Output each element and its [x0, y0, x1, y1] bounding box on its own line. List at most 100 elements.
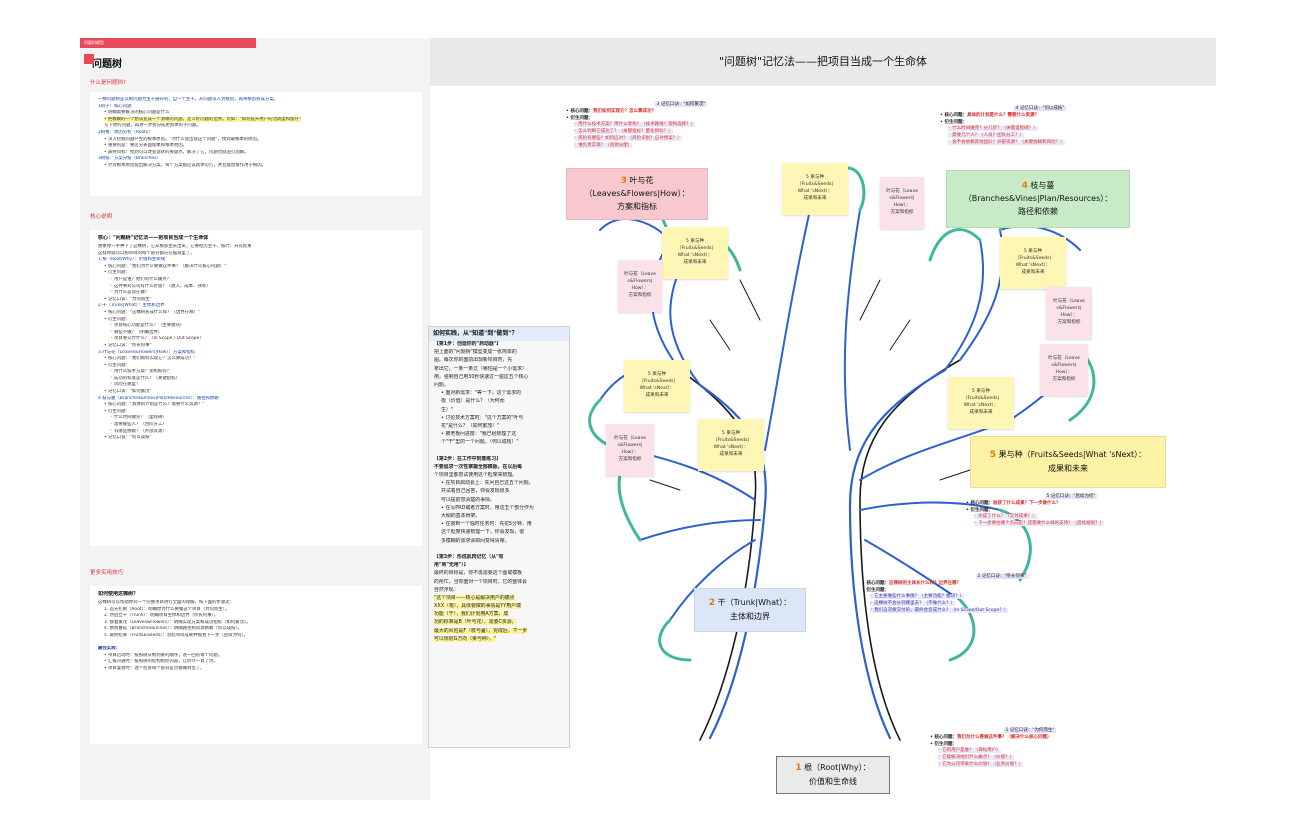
annotation-sub-label: • 衍生问题：: [940, 119, 967, 125]
text-line-content: ◦ 这件事对公司有什么价值？（收入、成本、效率）: [110, 283, 211, 289]
text-line: ◦ 需要哪些人？（团队分工）: [98, 422, 414, 429]
text-line-content: 根（价值）是什么？（为何而: [441, 398, 505, 405]
sticky-leaf-2[interactable]: 叶与花（Leave s&Flowers| How）： 方案和指标: [618, 260, 662, 312]
annotation-core-text: 我们为什么要做这件事？（解决什么核心问题）: [956, 734, 1052, 740]
text-line: 如何使用这棵树？: [98, 591, 414, 600]
tree-branch-right-upper: [944, 229, 1004, 371]
annotation-core-label: • 核心问题：: [966, 500, 993, 506]
annotation-core: • 核心问题：我们为什么要做这件事？（解决什么核心问题）: [930, 735, 1130, 742]
text-line-content: 3.叶与花（Leaves&Flowers|How）：方案和指标: [98, 349, 195, 355]
text-line: • 针对根本原因提出解决方案，每个方案都应该具体可行，并且能直接作用于根因。: [98, 163, 414, 170]
sticky-leaf-5[interactable]: 叶与花（Leave s&Flowers| How）： 方案和指标: [606, 424, 654, 476]
text-line-content: 的帮忙，当你面对一个项目时，它的整体会: [434, 578, 527, 585]
annotation-sub-text: ◦ 它能解决他们什么痛点？（价值？）: [938, 755, 1015, 761]
text-line-content: • 深入挖掘问题产生的根本原因。"为什么会出现这个问题"，找到最根本的原因。: [104, 136, 262, 142]
text-line-content: 这个框架快速梳理一下，你会发现，很: [441, 529, 525, 536]
text-line-content: 不要追求一次性掌握全部模板，在以后每: [434, 463, 523, 470]
text-line: • 在项目启动会上：先问自己这五个问题，: [429, 480, 569, 488]
sticky-leaf-1[interactable]: 叶与花（Leave s&Flowers| How）： 方案和指标: [880, 177, 924, 229]
text-line: • 把模糊的一个想法变成一个清晰的问题，定义好问题的边界。比如："如何提升用户的…: [98, 116, 414, 124]
text-line: 1. 首先扎根（Root）：明确你为什么要做这个项目（为何而生）。: [98, 607, 414, 614]
text-line-content: 2.干（Trunk|What）：主体和边界: [98, 303, 165, 309]
annotation-sub-text: ◦ 它主要做些什么事情？（主要功能？模块？）: [870, 594, 965, 600]
text-line: ◦ 项目要交付什么？（In Scope / Out Scope）: [98, 336, 414, 343]
node-leaves-flowers[interactable]: 3 叶与花 （Leaves&Flowers|How）： 方案和指标: [566, 168, 708, 220]
sticky-leaf-3[interactable]: 叶与花（Leave s&Flowers| How）： 方案和指标: [1046, 287, 1092, 339]
text-line-content: ◦ 有哪些依赖？（外部资源）: [110, 428, 167, 434]
text-line-content: 【第1步：创造你的"启动器"】: [434, 341, 502, 348]
annotation-branches: 4 记忆口诀："何以成枝"• 核心问题：具体的计划是什么？需要什么资源？• 衍生…: [940, 106, 1140, 147]
text-line: 大纲的基本骨架。: [429, 513, 569, 521]
node-leaves-sub: 方案和指标: [617, 202, 657, 212]
sticky-fruit-4[interactable]: 5 果与种 （Fruits&Seeds| What 'sNext）： 成果和未来: [624, 360, 690, 412]
annotation-sub-text: ◦ 下一步要往哪个方向走？还需要什么样的支持？（后续规划？）: [974, 521, 1105, 527]
annotation-sub-item: ◦ 用什么技术方案？用什么架构？（技术路线？架构选择？）: [566, 122, 796, 129]
annotation-core: • 核心问题：我们如何实现它？怎么算成功？: [566, 109, 796, 116]
text-line: 图。每次你的面前出现新项目时，先: [429, 357, 569, 365]
text-line-content: 【第2步：在工作中刻意练习】: [434, 455, 501, 462]
text-line: 1树干：核心问题: [98, 104, 414, 111]
canvas-title: "问题树"记忆法——把项目当成一个生命体: [718, 55, 928, 68]
text-line: 根（价值）是什么？（为何而: [429, 398, 569, 406]
sticky-fruit-5[interactable]: 5 果与种 （Fruits&Seeds| What 'sNext）： 成果和未来: [948, 377, 1014, 429]
text-line-content: 并试着自己回答，你会发现很多: [441, 488, 510, 495]
node-fruits-seeds[interactable]: 5 果与种（Fruits&Seeds|What 'sNext）： 成果和未来: [970, 436, 1166, 488]
annotation-sub-text: ◦ 谁负责实现？（资源分配）: [574, 142, 633, 148]
text-line-content: XXX（根），具体要做的事情是YY用户端: [434, 603, 521, 610]
node-fruits-num: 5: [989, 450, 997, 461]
sticky-fruit-6[interactable]: 5 果与种 （Fruits&Seeds| What 'sNext）： 成果和未来: [698, 419, 764, 471]
text-line-content: 多模糊的需求会瞬间变得清晰。: [441, 537, 510, 544]
card-tips: 如何使用这棵树？这棵树可以帮助你对一个完整项目进行全面的理解，按下面的步骤走：1…: [90, 586, 422, 744]
text-line: 想象你一手种下了这棵树，它从根部生长出来，它要经历主干、枝叶、开花结果: [98, 244, 414, 251]
annotation-sub-item: ◦ 它的用户是谁？（目标用户）: [930, 748, 1130, 755]
node-branches-vines[interactable]: 4 枝与蔓 （Branches&Vines|Plan/Resources）： 路…: [946, 170, 1130, 228]
text-line: ◦ 成功的标准是什么？（关键指标）: [98, 376, 414, 383]
sticky-fruit-3[interactable]: 5 果与种 （Fruits&Seeds| What 'sNext）： 成果和未来: [1000, 237, 1066, 289]
annotation-root: 1 记忆口诀："为何而生"• 核心问题：我们为什么要做这件事？（解决什么核心问题…: [930, 728, 1130, 769]
annotation-sub-text: ◦ 达成了什么？（交付成果？）: [974, 514, 1037, 520]
text-line-content: ◦ 项目要交付什么？（In Scope / Out Scope）: [110, 336, 204, 342]
text-line: 用"到"无用"）】: [429, 562, 569, 570]
text-line-content: 把上面的"问题树"模型变成一张简单的: [434, 349, 517, 356]
annotation-sub-item: ◦ 谁负责实现？（资源分配）: [566, 142, 796, 150]
text-line: • 在接到一个临时任务时：先花5分钟，用: [429, 521, 569, 529]
text-line: 最大的风险是F（枝与蔓），完成后，下一步: [429, 627, 569, 636]
text-line: [429, 448, 569, 456]
text-line: • 衍生问题：: [98, 363, 414, 370]
text-line-content: 花"是什么？（如何繁茂）": [441, 422, 500, 429]
sticky-fruit-1[interactable]: 5 果与种 （Fruits&Seeds| What 'sNext）： 成果和未来: [782, 163, 848, 215]
annotation-sub-item: ◦ 它主要做些什么事情？（主要功能？模块？）: [862, 594, 1142, 601]
text-line: ◦ 有哪些依赖？（外部资源）: [98, 429, 414, 436]
text-line: • 深入挖掘问题产生的根本原因。"为什么会出现这个问题"，找到最根本的原因。: [98, 137, 414, 144]
text-line-content: 写下你的问题，再进一步拆分成更具体的子问题。: [104, 123, 201, 129]
text-line: • 衍生问题：: [98, 317, 414, 324]
annotation-sub-text: ◦ 怎么判断它成功了？（关键指标？量化目标？）: [574, 129, 673, 135]
text-line-content: 3. 接着繁茂（Leaves&Flowers）：明确实现方案和成功指标（如何繁茂…: [104, 619, 251, 625]
node-root[interactable]: 1 根（Root|Why）： 价值和生命线: [776, 756, 890, 794]
node-fruits-label: 果与种（Fruits&Seeds|What 'sNext）：: [998, 450, 1147, 460]
annotation-sub-text: ◦ 用什么技术方案？用什么架构？（技术路线？架构选择？）: [574, 122, 696, 128]
text-line: 把上面的"问题树"模型变成一张简单的: [429, 349, 569, 357]
sticky-leaf-4[interactable]: 叶与花（Leave s&Flowers| How）： 方案和指标: [1040, 344, 1088, 396]
node-trunk[interactable]: 2 干（Trunk|What）： 主体和边界: [694, 588, 806, 632]
text-line-content: ◦ 什么时间做完？（里程碑）: [110, 415, 167, 421]
annotation-fruits: 5 记忆口诀："后续为何"• 核心问题：收获了什么成果？下一步做什么？• 衍生问…: [966, 494, 1176, 528]
annotation-sub-item: ◦ 需要几个人？（人员？团队分工？）: [940, 133, 1140, 140]
text-line: 生）": [429, 407, 569, 415]
text-line: ◦ 为什么是现在做？: [98, 290, 414, 297]
annotation-sub-label: • 衍生问题：: [966, 507, 993, 513]
text-line: 3.叶与花（Leaves&Flowers|How）：方案和指标: [98, 350, 414, 357]
annotation-sub-label: • 衍生问题：: [930, 741, 957, 747]
text-line: 2树根：原因分析（Roots）: [98, 130, 414, 137]
text-line-content: 1. 首先扎根（Root）：明确你为什么要做这个项目（为何而生）。: [104, 606, 230, 612]
annotation-core-text: 收获了什么成果？下一步做什么？: [992, 500, 1061, 506]
text-line: 最终的目标是，你不再需要这个图或模板: [429, 570, 569, 578]
text-line-content: "这个项目——核心是解决用户的痛点: [434, 594, 515, 601]
text-line: • 项目启动时：按照树从根到果的顺序，逐一回答每个问题。: [98, 653, 414, 660]
sticky-fruit-2[interactable]: 5 果与种 （Fruits&Seeds| What 'sNext）： 成果和未来: [662, 227, 728, 279]
annotation-sub-text: ◦ 风险有哪些？如何应对？（风险识别？应对预案？）: [574, 135, 682, 141]
text-line: • 最终目标：找到可以改变现状的关键点，解决了它，问题也就迎刃而解。: [98, 150, 414, 157]
annotation-sub-text: ◦ 它为公司带来什么价值？（业务价值？）: [938, 761, 1024, 767]
text-line-content: ◦ 哪些不做？（明确边界）: [110, 329, 163, 335]
annotation-title-text: 2 记忆口诀："所长何事": [975, 574, 1029, 579]
